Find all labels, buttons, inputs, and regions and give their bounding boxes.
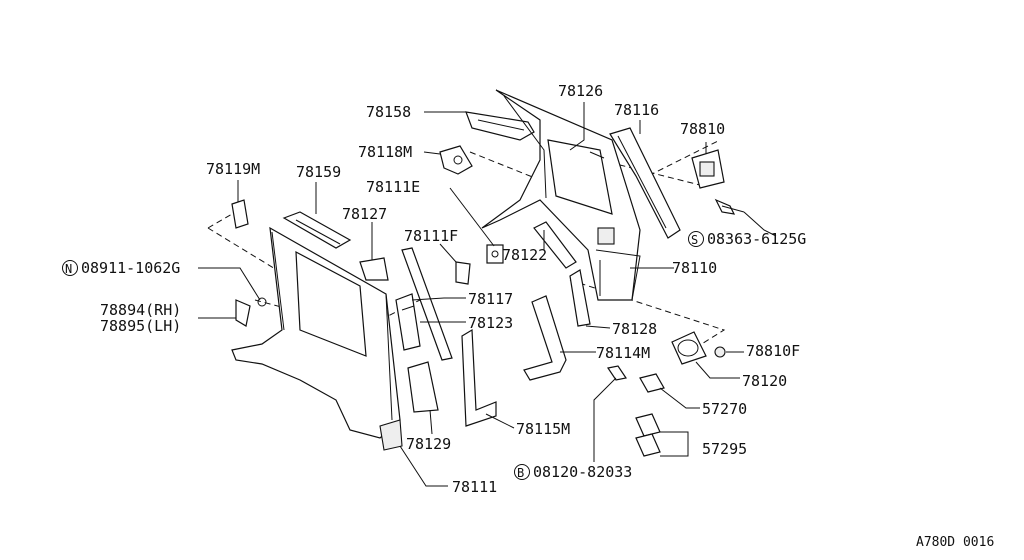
part-78129-bracket — [407, 361, 439, 413]
label-78118M: 78118M — [358, 143, 412, 161]
part-78123-panel — [395, 293, 421, 351]
label-78110: 78110 — [672, 259, 717, 277]
label-78810: 78810 — [680, 120, 725, 138]
label-57295: 57295 — [702, 440, 747, 458]
part-78158-rail — [465, 111, 535, 141]
label-78116: 78116 — [614, 101, 659, 119]
part-78114M-pillar — [523, 295, 567, 381]
part-78810F-cap — [714, 346, 726, 358]
b-prefix-circle — [514, 464, 530, 480]
part-78111F-clip — [455, 261, 471, 285]
label-78894-rh: 78894(RH) — [100, 301, 181, 319]
part-78119M-clip — [231, 199, 249, 229]
label-78895-lh: 78895(LH) — [100, 317, 181, 335]
label-78111: 78111 — [452, 478, 497, 496]
label-78127: 78127 — [342, 205, 387, 223]
label-78123: 78123 — [468, 314, 513, 332]
part-78127-bracket — [359, 257, 389, 281]
label-78128: 78128 — [612, 320, 657, 338]
label-78129: 78129 — [406, 435, 451, 453]
label-08911-1062G: 08911-1062G — [81, 259, 180, 277]
leader-lines — [198, 102, 777, 487]
label-78158: 78158 — [366, 103, 411, 121]
part-78111-outer-panel — [231, 226, 403, 451]
label-78810F: 78810F — [746, 342, 800, 360]
part-78116-pillar — [609, 127, 681, 239]
part-78128-strip — [569, 269, 591, 327]
n-prefix-letter: N — [65, 262, 72, 276]
part-78115M-pillar — [461, 328, 497, 427]
part-08120-bolt — [607, 365, 627, 381]
label-78111E: 78111E — [366, 178, 420, 196]
part-78110-inner-panel — [481, 89, 641, 301]
label-08363-6125G: 08363-6125G — [707, 230, 806, 248]
label-08363-group: S 08363-6125G — [688, 230, 806, 248]
label-78126: 78126 — [558, 82, 603, 100]
label-78115M: 78115M — [516, 420, 570, 438]
part-57270-bracket — [639, 373, 665, 393]
label-57270: 57270 — [702, 400, 747, 418]
b-prefix-letter: B — [517, 466, 524, 480]
part-78120-housing — [671, 331, 707, 365]
part-78118M-bracket — [439, 145, 473, 175]
label-78119M: 78119M — [206, 160, 260, 178]
label-78117: 78117 — [468, 290, 513, 308]
label-78111F: 78111F — [404, 227, 458, 245]
s-prefix-letter: S — [691, 233, 698, 247]
part-78159-strip — [282, 211, 352, 249]
s-prefix-circle — [688, 231, 704, 247]
part-78810-bracket — [691, 149, 725, 189]
part-57295-brackets — [635, 413, 661, 457]
diagram-code: A780D 0016 — [916, 535, 994, 550]
n-prefix-circle — [62, 260, 78, 276]
label-08911-group: N 08911-1062G — [62, 259, 180, 277]
part-78894-bracket — [235, 297, 267, 327]
part-78117-strip — [401, 247, 453, 361]
label-78122: 78122 — [502, 246, 547, 264]
label-78114M: 78114M — [596, 344, 650, 362]
part-78111E-clip — [486, 244, 504, 264]
label-78159: 78159 — [296, 163, 341, 181]
part-08363-bolt — [714, 198, 745, 215]
label-08120-group: B 08120-82033 — [514, 463, 632, 481]
label-08120-82033: 08120-82033 — [533, 463, 632, 481]
label-78120: 78120 — [742, 372, 787, 390]
part-labels: 78158 78126 78116 78810 78118M 78119M 78… — [62, 82, 994, 550]
